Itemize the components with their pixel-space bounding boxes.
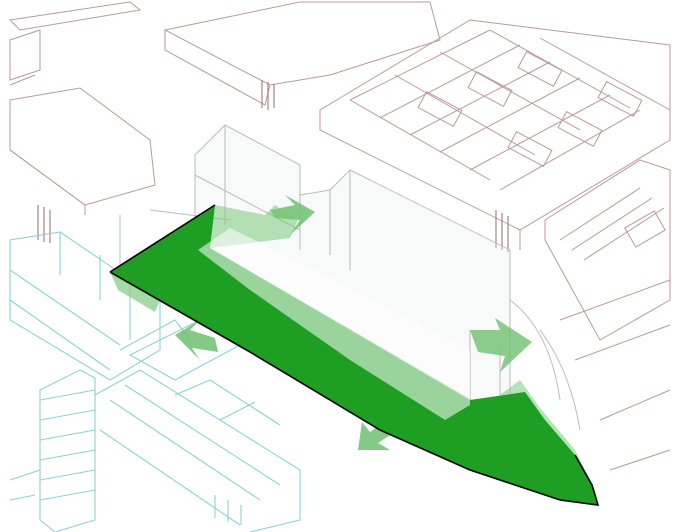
diagram-canvas — [0, 0, 674, 532]
isometric-site-diagram — [0, 0, 674, 532]
